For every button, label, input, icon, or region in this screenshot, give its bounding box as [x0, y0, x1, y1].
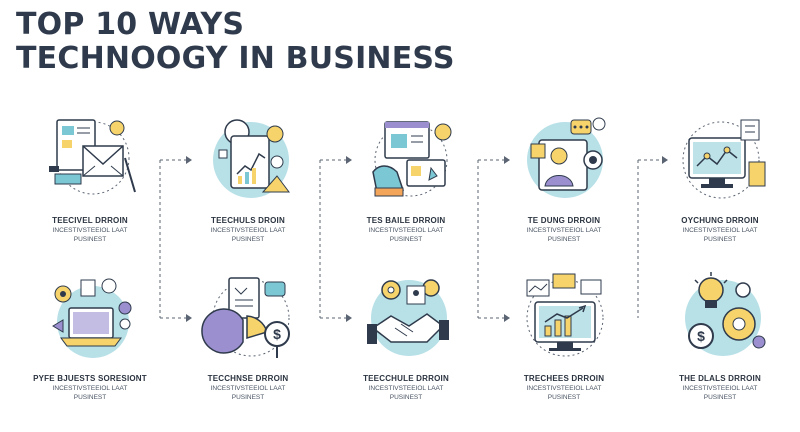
item-10: $ THE DLALS DRROIN INCESTIVSTEEIOL LAAT … — [640, 268, 800, 402]
svg-text:$: $ — [697, 328, 705, 344]
documents-envelope-icon — [49, 119, 136, 195]
item-desc: INCESTIVSTEEIOL LAAT PUSINEST — [526, 385, 602, 401]
item-1: TEECIVEL DRROIN INCESTIVSTEEIOL LAAT PUS… — [10, 110, 170, 244]
person-screen-icon — [527, 117, 606, 198]
svg-text:$: $ — [273, 326, 281, 342]
item-desc: INCESTIVSTEEIOL LAAT PUSINEST — [210, 385, 286, 401]
item-label: OYCHUNG DRROIN — [681, 216, 759, 225]
item-desc: INCESTIVSTEEIOL LAAT PUSINEST — [210, 227, 286, 243]
bulb-gears-coin-icon: $ — [685, 272, 766, 356]
item-desc: INCESTIVSTEEIOL LAAT PUSINEST — [682, 385, 758, 401]
item-desc: INCESTIVSTEEIOL LAAT PUSINEST — [368, 385, 444, 401]
item-label: THE DLALS DRROIN — [679, 374, 761, 383]
item-6: PYFE BJUESTS SORESIONT INCESTIVSTEEIOL L… — [10, 268, 170, 402]
title-line-1: TOP 10 WAYS — [16, 7, 245, 42]
item-label: TECCHNSE DRROIN — [207, 374, 289, 383]
item-5: OYCHUNG DRROIN INCESTIVSTEEIOL LAAT PUSI… — [640, 110, 800, 244]
item-label: TEECIVEL DRROIN — [52, 216, 128, 225]
title-line-2: TECHNOOGY IN BUSINESS — [16, 41, 455, 76]
item-label: TEECHULS DROIN — [211, 216, 285, 225]
item-desc: INCESTIVSTEEIOL LAAT PUSINEST — [368, 227, 444, 243]
item-label: TE DUNG DRROIN — [527, 216, 601, 225]
item-desc: INCESTIVSTEEIOL LAAT PUSINEST — [526, 227, 602, 243]
page-title: TOP 10 WAYS TECHNOOGY IN BUSINESS — [16, 8, 455, 76]
item-8: TEECCHULE DRROIN INCESTIVSTEEIOL LAAT PU… — [326, 268, 486, 402]
item-label: TES BAILE DRROIN — [366, 216, 446, 225]
laptop-users-icon — [52, 278, 132, 358]
item-3: TES BAILE DRROIN INCESTIVSTEEIOL LAAT PU… — [326, 110, 486, 244]
item-desc: INCESTIVSTEEIOL LAAT PUSINEST — [52, 385, 128, 401]
monitor-network-icon — [682, 119, 766, 199]
handshake-gears-icon — [367, 279, 449, 356]
item-2: TEECHULS DROIN INCESTIVSTEEIOL LAAT PUSI… — [168, 110, 328, 244]
item-9: TRECHEES DRROIN INCESTIVSTEEIOL LAAT PUS… — [484, 268, 644, 402]
pie-chart-coin-icon: $ — [201, 277, 290, 358]
item-label: TRECHEES DRROIN — [523, 374, 605, 383]
browser-hand-icon — [372, 121, 452, 197]
item-label: TEECCHULE DRROIN — [363, 374, 449, 383]
item-desc: INCESTIVSTEEIOL LAAT PUSINEST — [682, 227, 758, 243]
monitor-growth-icon — [526, 273, 604, 357]
item-4: TE DUNG DRROIN INCESTIVSTEEIOL LAAT PUSI… — [484, 110, 644, 244]
tablet-chart-icon — [213, 119, 290, 198]
item-desc: INCESTIVSTEEIOL LAAT PUSINEST — [52, 227, 128, 243]
item-label: PYFE BJUESTS SORESIONT — [33, 374, 147, 383]
item-7: $ TECCHNSE DRROIN INCESTIVSTEEIOL LAAT P… — [168, 268, 328, 402]
